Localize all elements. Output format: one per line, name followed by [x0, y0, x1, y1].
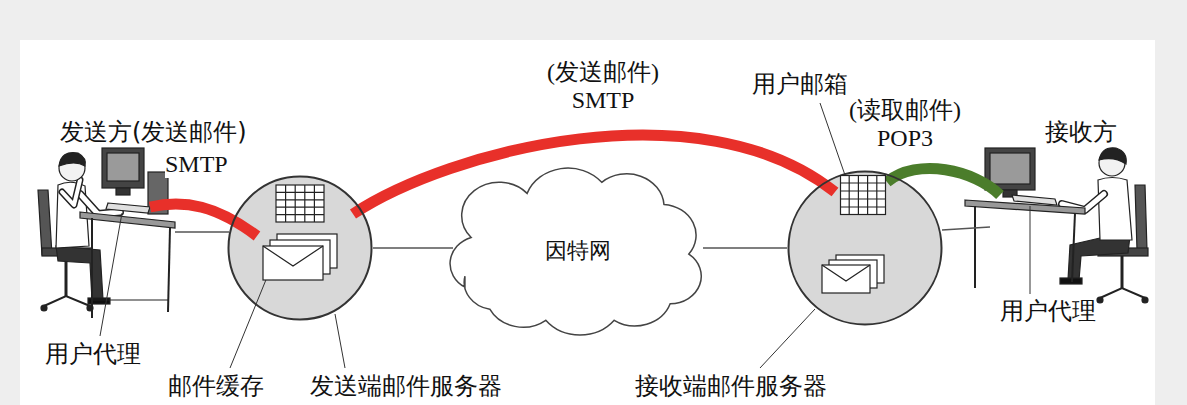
protocol-label: (读取邮件) POP3 [845, 96, 965, 152]
internet-cloud: 因特网 [450, 168, 705, 328]
envelope-stack-icon [822, 255, 884, 293]
connector-line [175, 231, 229, 233]
mail-server-circle: 发送端邮件服务器邮件缓存 [227, 175, 373, 321]
node-label: 接收端邮件服务器 [635, 372, 827, 400]
node-label: 用户代理 [45, 340, 141, 368]
mail-cache-icon: 邮件缓存 [262, 233, 338, 281]
node-label: 用户邮箱 [752, 70, 848, 98]
protocol-label: (发送邮件) SMTP [538, 58, 668, 114]
node-label: 发送方(发送邮件) [60, 118, 247, 146]
sender-person-illustration [38, 148, 175, 318]
connector-line [703, 247, 787, 249]
node-label: 邮件缓存 [168, 372, 264, 400]
mailbox-grid-icon [276, 185, 324, 222]
sender-station: 发送方(发送邮件)用户代理 [30, 115, 220, 320]
server-disk [788, 171, 942, 325]
receiver-person-illustration [965, 148, 1148, 303]
node-label: 用户代理 [1000, 297, 1096, 325]
server-circle-outline [229, 177, 372, 320]
node-label: 发送端邮件服务器 [310, 372, 502, 400]
node-label: 因特网 [545, 237, 611, 265]
server-disk [228, 176, 372, 320]
white-panel [20, 40, 1155, 405]
mailbox-grid [841, 176, 886, 215]
user-mailbox-icon: 用户邮箱 [840, 175, 886, 215]
node-label: 接收方 [1045, 118, 1117, 146]
connector-line [373, 247, 453, 249]
mail-server-circle: 接收端邮件服务器用户邮箱 [787, 170, 943, 326]
receiver-station: 接收方用户代理 [960, 115, 1150, 320]
connector-line [942, 227, 990, 230]
cloud-outline-path [450, 168, 701, 335]
server-circle-outline [789, 172, 942, 325]
envelope-outline [262, 233, 338, 281]
protocol-label: SMTP [165, 150, 228, 178]
grid-outline [840, 175, 886, 215]
envelope-stack [263, 234, 337, 280]
